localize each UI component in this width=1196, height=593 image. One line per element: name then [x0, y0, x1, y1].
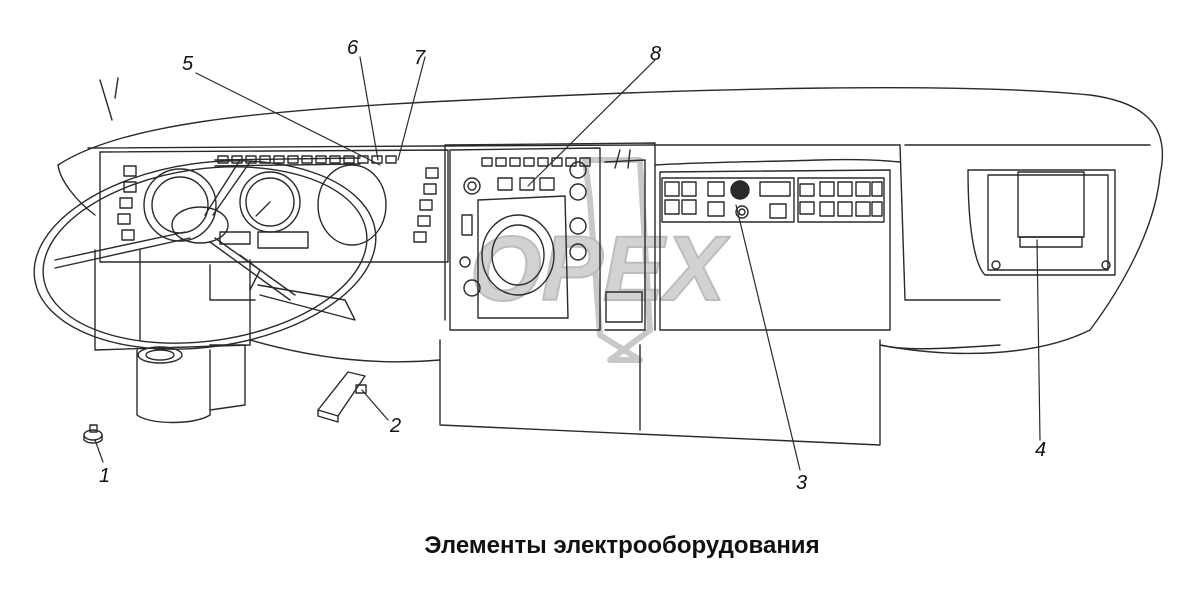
callout-4: 4 [1035, 439, 1047, 461]
floor-switch [83, 424, 103, 444]
leader-lines [94, 56, 1041, 471]
callout-2: 2 [390, 415, 402, 437]
diagram-caption: Элементы электрооборудования [424, 532, 820, 559]
callout-1: 1 [99, 465, 111, 487]
steering-wheel [33, 159, 377, 351]
dashboard-body [57, 77, 1164, 446]
callout-3: 3 [796, 472, 808, 494]
callout-6: 6 [347, 37, 359, 59]
switch-panel [654, 158, 901, 331]
center-panel [444, 142, 656, 331]
callout-8: 8 [650, 43, 662, 65]
control-unit-box [967, 169, 1116, 276]
callout-7: 7 [414, 47, 426, 69]
accelerator-pedal [317, 371, 367, 423]
instrument-cluster [99, 149, 449, 263]
pedal-column [136, 344, 246, 424]
callout-5: 5 [182, 53, 194, 75]
